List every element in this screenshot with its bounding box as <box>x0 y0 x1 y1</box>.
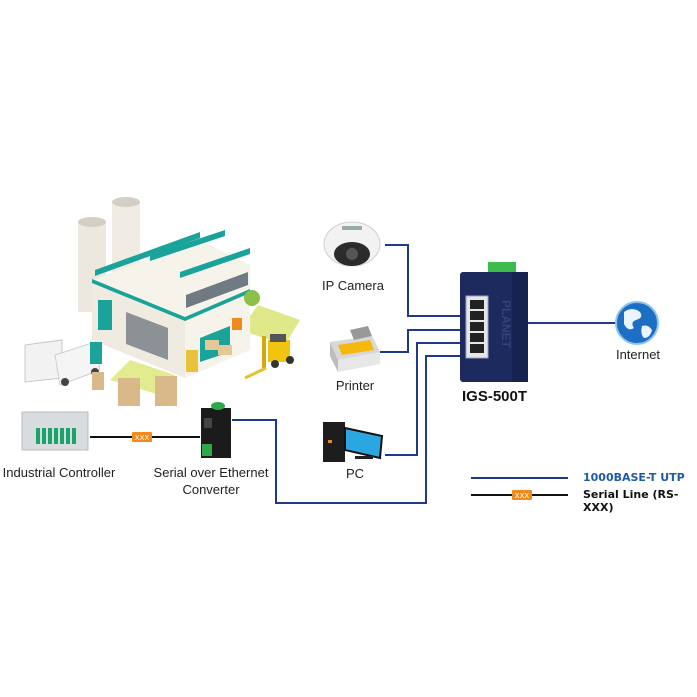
switch-port-3 <box>470 322 484 331</box>
internet-globe-icon <box>615 301 659 345</box>
factory-garage <box>126 312 168 360</box>
terminal-block <box>488 262 516 274</box>
link-camera-switch <box>385 244 462 317</box>
link-group <box>232 244 618 504</box>
serial-tag-label: XXX <box>135 434 150 442</box>
ip-camera-icon <box>323 221 381 267</box>
factory-vending <box>186 350 198 372</box>
legend-serial-tag <box>512 490 532 500</box>
serial-converter-icon <box>201 402 231 458</box>
switch-model-label: IGS-500T <box>462 388 528 405</box>
pallet <box>92 372 104 390</box>
serial-tag <box>132 432 152 442</box>
industrial-controller-icon <box>21 411 89 451</box>
legend-utp-label: 1000BASE-T UTP <box>583 471 685 484</box>
pc-label: PC <box>345 466 365 481</box>
link-pc-switch <box>385 342 462 456</box>
pc-icon <box>323 422 384 462</box>
converter-label-line1: Serial over Ethernet <box>153 465 269 480</box>
factory-tree <box>244 290 260 306</box>
switch-device: PLANET <box>460 262 528 382</box>
truck <box>54 341 101 386</box>
converter-label-line2: Converter <box>182 482 240 497</box>
pallet <box>118 378 140 406</box>
pallet <box>155 376 177 406</box>
factory-illustration <box>24 197 300 406</box>
link-converter-switch <box>232 355 462 504</box>
forklift <box>244 334 294 380</box>
factory-door <box>98 300 112 330</box>
switch-port-1 <box>470 300 484 309</box>
factory-windows <box>186 272 248 308</box>
link-printer-switch <box>380 329 462 353</box>
legend-serial-label: Serial Line (RS-XXX) <box>583 488 679 514</box>
switch-brand-text: PLANET <box>499 300 513 349</box>
switch-port-2 <box>470 311 484 320</box>
ip-camera-label: IP Camera <box>322 278 384 293</box>
switch-port-4 <box>470 333 484 342</box>
industrial-controller-label: Industrial Controller <box>2 465 116 480</box>
printer-icon <box>330 326 380 372</box>
legend-serial-tag-label: XXX <box>515 492 530 500</box>
switch-port-5 <box>470 344 484 353</box>
internet-label: Internet <box>615 347 661 362</box>
printer-label: Printer <box>335 378 375 393</box>
